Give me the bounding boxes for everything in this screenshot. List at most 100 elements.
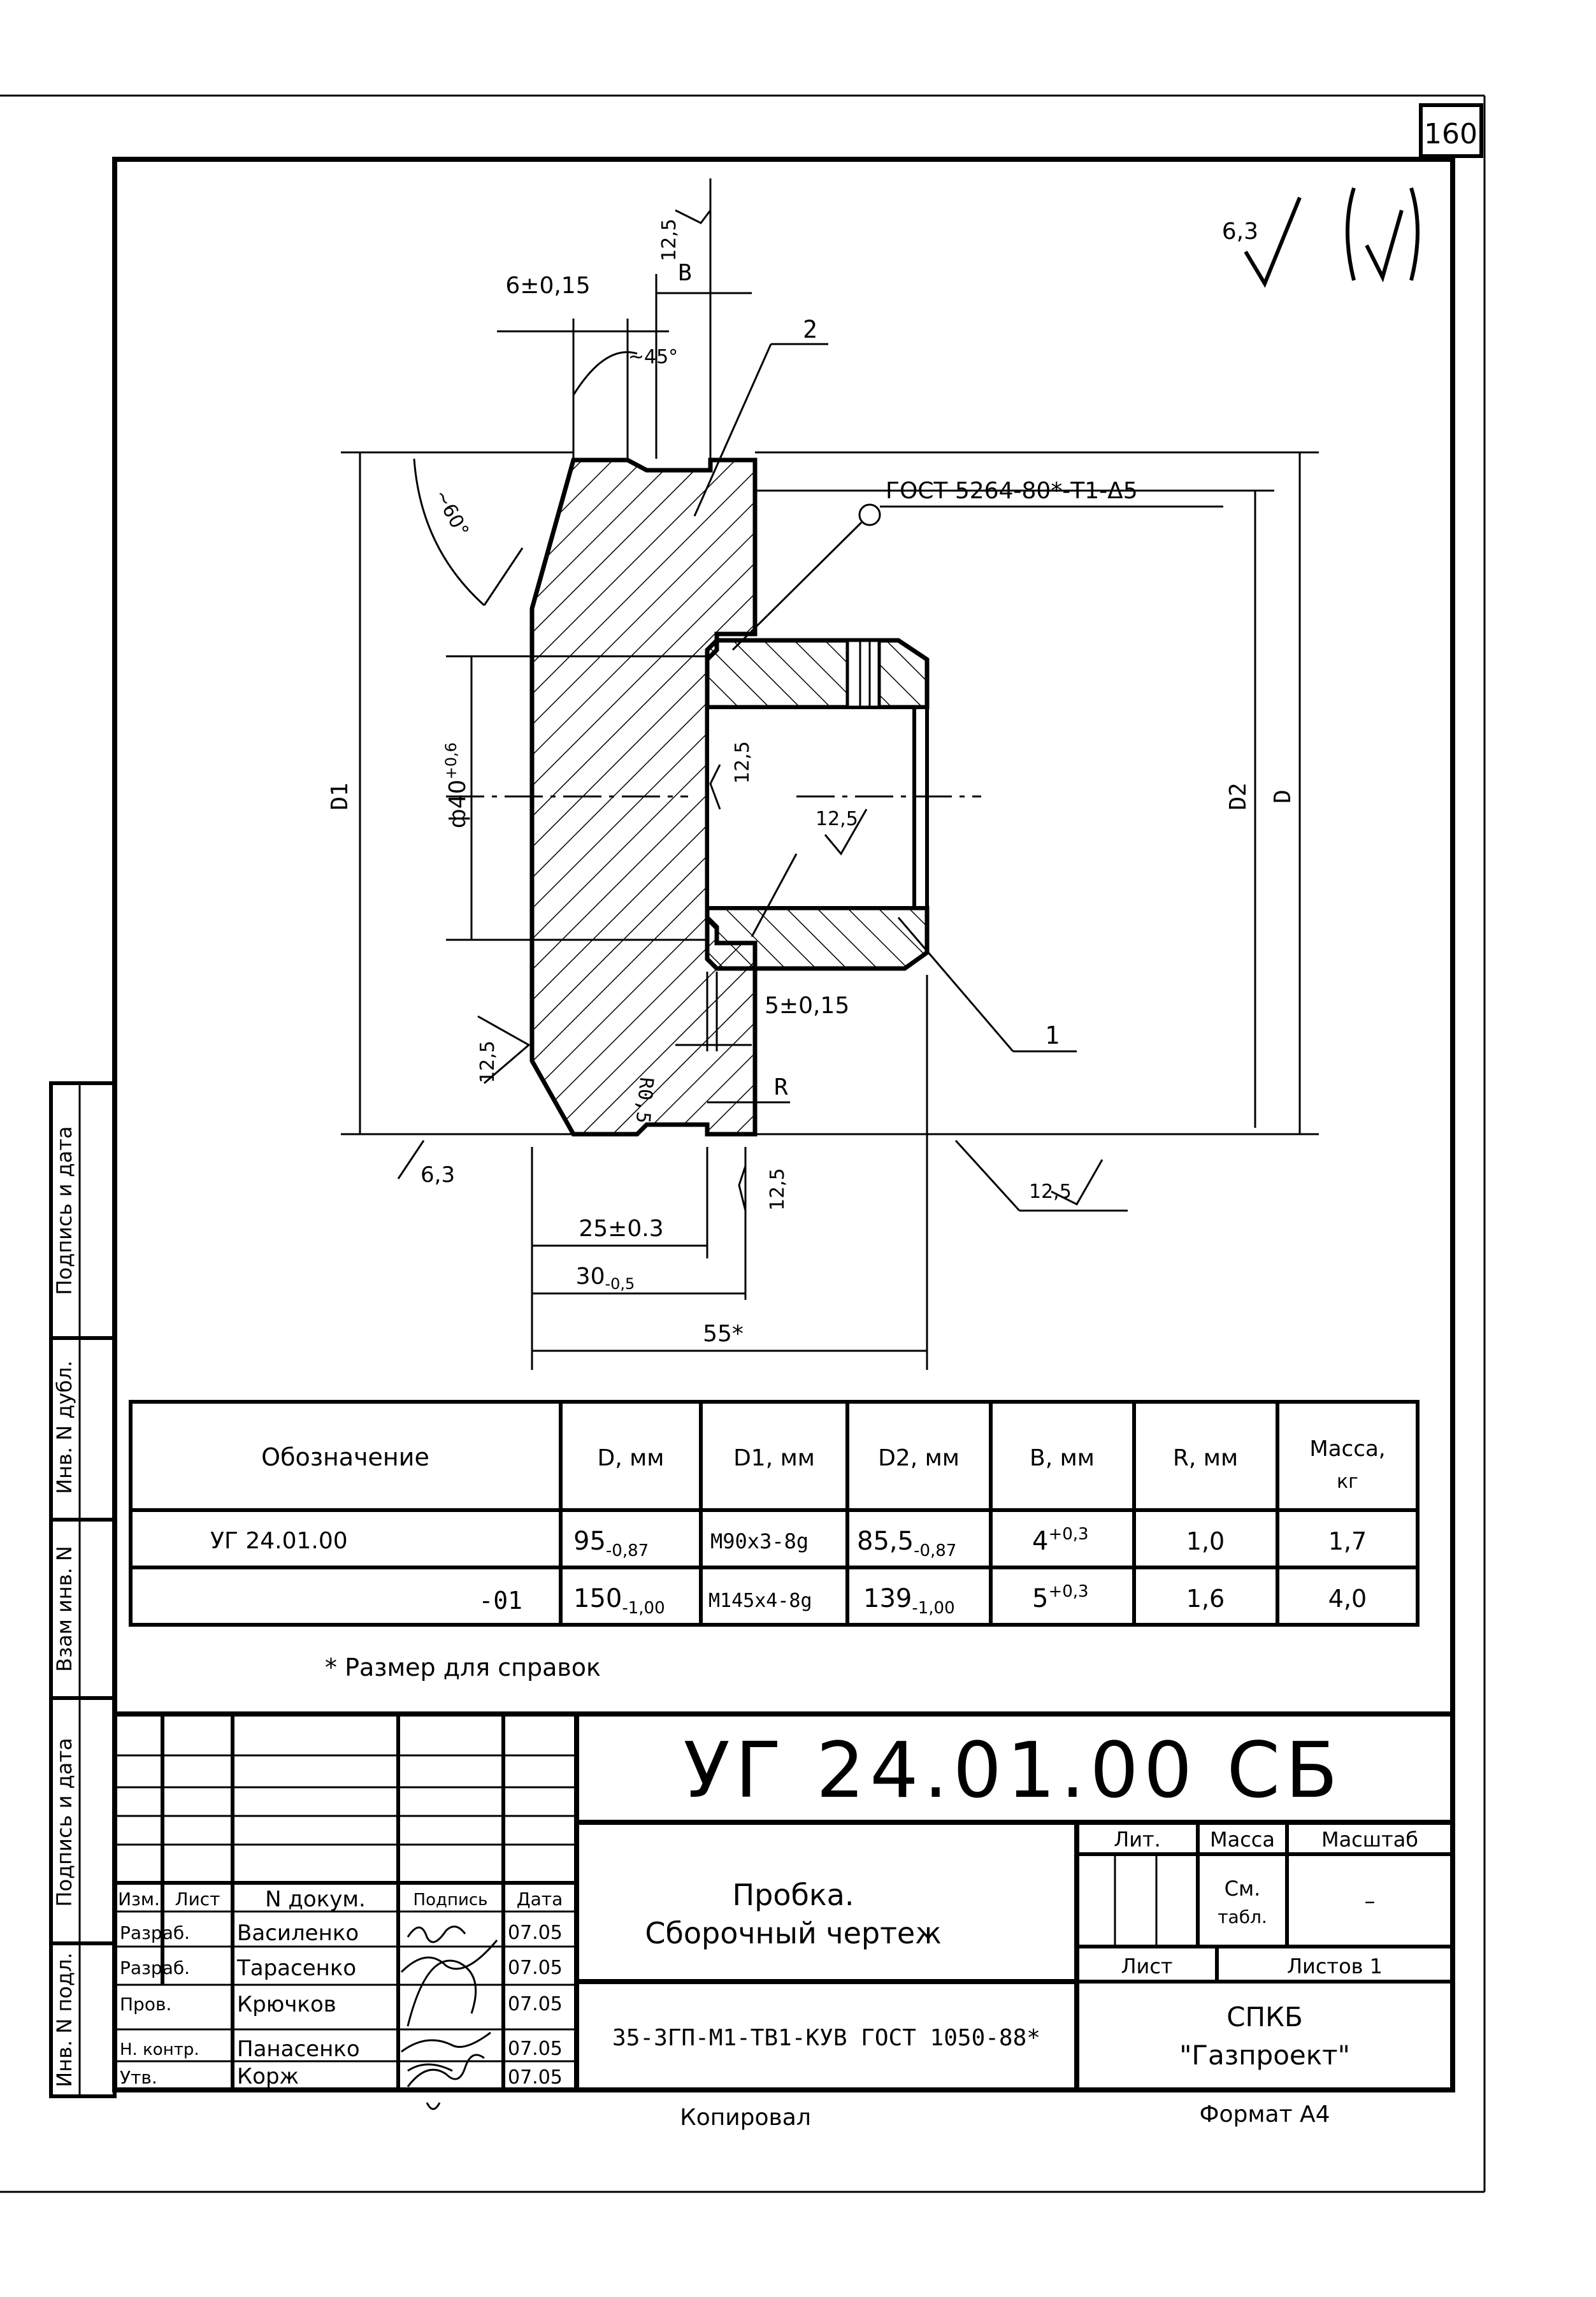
svg-text:Изм.: Изм. [118,1889,160,1910]
signer-1-name: Василенко [237,1920,359,1946]
weld-note: ГОСТ 5264-80*-Т1-Δ5 [886,478,1138,504]
row1-r: 1,0 [1186,1527,1225,1555]
dim-30: 30-0,5 [576,1264,635,1293]
th-d1: D1, мм [733,1445,815,1471]
row1-b: 4+0,3 [1032,1525,1089,1556]
signer-3-role: Пров. [120,1994,171,2015]
doc-code: УГ 24.01.00 СБ [683,1727,1342,1815]
row2-designation: -01 [478,1587,522,1615]
dimensions: D1 D2 D ф40+0,6 6±0,15 B ~45° ~60° 5 [327,210,1319,1370]
svg-text:N докум.: N докум. [265,1887,366,1912]
row1-d1: М90х3-8g [710,1529,809,1553]
svg-text:6,3: 6,3 [1222,219,1258,245]
part-name-2: Сборочный чертеж [645,1916,941,1950]
dim-25: 25±0.3 [579,1216,663,1242]
signer-2-name: Тарасенко [236,1955,356,1981]
th-b: B, мм [1030,1445,1095,1471]
part-1-upper [705,638,930,710]
part-name-1: Пробка. [733,1878,854,1912]
th-mass: Масса, [1309,1436,1385,1462]
row1-d: 95-0,87 [573,1527,649,1560]
dim-r05: R0,5 [631,1076,658,1124]
title-block: Изм. Лист N докум. Подпись Дата Разраб. … [112,1711,1455,2110]
row1-d2: 85,5-0,87 [857,1527,956,1560]
general-roughness-mark: 6,3 [1222,187,1420,288]
dim-b: B [678,260,692,286]
signer-3-name: Крючков [237,1992,336,2017]
dim-angle-left: ~60° [430,486,473,541]
th-r: R, мм [1173,1445,1238,1471]
dim-groove: 5±0,15 [765,993,849,1019]
row2-d1: М145х4-8g [708,1590,812,1612]
svg-text:кг: кг [1337,1471,1358,1493]
row2-mass: 4,0 [1328,1585,1367,1613]
dim-d: D [1270,789,1296,803]
scale-label: Масштаб [1321,1827,1418,1852]
svg-text:Дата: Дата [517,1889,563,1910]
mass-label: Масса [1210,1827,1275,1852]
dim-r: R [774,1074,788,1100]
svg-text:12,5: 12,5 [477,1040,499,1083]
material: 35-ЗГП-М1-ТВ1-КУВ ГОСТ 1050-88* [612,2025,1040,2051]
roughness-marks: 12,5 12,5 12,5 12,5 6,3 12,5 12,5 [397,178,1128,1212]
row2-d: 150-1,00 [573,1584,665,1618]
svg-text:12,5: 12,5 [766,1168,789,1211]
handwritten-signatures [400,1926,498,2110]
sheet-number-box: 160 [1419,103,1483,158]
signer-5-role: Утв. [120,2067,157,2088]
signer-1-role: Разраб. [120,1922,190,1943]
part-2-label: 2 [803,315,817,343]
part-plug-section [446,457,981,1137]
copied-label: Копировал [680,2105,811,2131]
row2-r: 1,6 [1186,1585,1225,1613]
th-d2: D2, мм [878,1445,960,1471]
part-1-lower [705,905,930,971]
signer-1-date: 07.05 [508,1922,563,1944]
side-stamp: Инв. N подл. Подпись и дата Взам инв. N … [49,1081,117,2098]
signer-2-role: Разраб. [120,1957,190,1978]
signer-5-name: Корж [237,2064,299,2089]
svg-text:12,5: 12,5 [1029,1181,1072,1203]
row2-d2: 139-1,00 [863,1584,955,1618]
th-designation: Обозначение [261,1443,429,1471]
signer-5-date: 07.05 [508,2066,563,2089]
stamp-sign-date-2: Подпись и дата [52,1126,76,1295]
svg-text:12,5: 12,5 [731,741,754,784]
svg-text:12,5: 12,5 [816,808,858,830]
svg-text:6,3: 6,3 [421,1162,455,1188]
svg-text:Лист: Лист [175,1889,220,1910]
sheets-label: Листов 1 [1287,1954,1383,1978]
svg-text:12,5: 12,5 [658,219,680,261]
svg-text:Подпись: Подпись [413,1890,488,1910]
signer-4-name: Панасенко [237,2036,360,2062]
org-2: "Газпроект" [1179,2040,1350,2071]
lit-label: Лит. [1114,1827,1161,1852]
dim-bore: ф40+0,6 [442,742,471,828]
row1-mass: 1,7 [1328,1527,1367,1555]
part-1-label: 1 [1045,1021,1060,1049]
sheet-number: 160 [1424,118,1477,150]
sheet-label: Лист [1121,1954,1172,1978]
th-d: D, мм [598,1445,665,1471]
callouts: 2 ГОСТ 5264-80*-Т1-Δ5 1 [693,315,1223,1053]
mass-value-2: табл. [1218,1906,1267,1927]
stamp-inv-orig: Инв. N подл. [52,1952,76,2087]
signer-3-date: 07.05 [508,1993,563,2015]
variants-table: Обозначение D, мм D1, мм D2, мм B, мм R,… [129,1400,1420,1627]
dim-angle-top: ~45° [628,346,678,368]
org-1: СПКБ [1226,2001,1303,2033]
row2-b: 5+0,3 [1032,1582,1089,1613]
signer-4-role: Н. контр. [120,2040,199,2059]
dim-chamfer-width: 6±0,15 [505,273,590,299]
dim-d1: D1 [327,782,353,810]
stamp-replace-inv: Взам инв. N [52,1546,76,1672]
stamp-inv-dup: Инв. N дубл. [52,1360,76,1494]
signer-4-date: 07.05 [508,2038,563,2060]
mass-value-1: См. [1225,1876,1261,1901]
row1-designation: УГ 24.01.00 [210,1528,348,1554]
dim-55: 55* [703,1321,744,1347]
scale-value: – [1365,1889,1376,1914]
stamp-sign-date-1: Подпись и дата [52,1738,76,1906]
footnote: * Размер для справок [325,1653,601,1681]
